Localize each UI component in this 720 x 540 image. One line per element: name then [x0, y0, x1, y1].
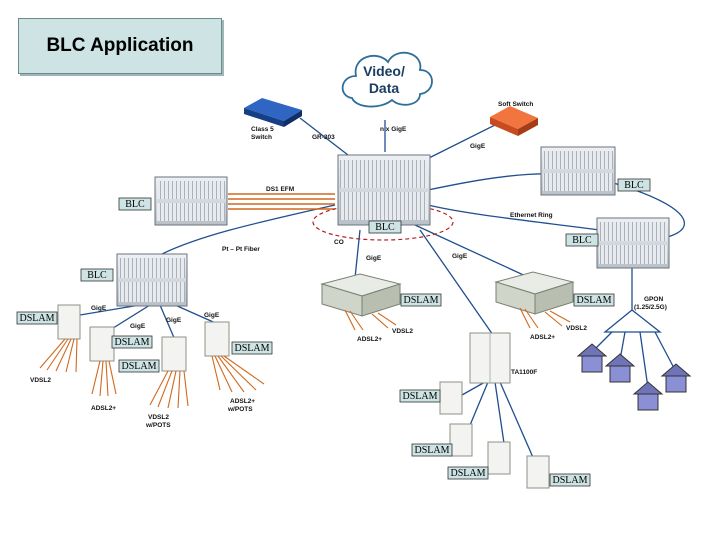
cloud-video-text: Video/ [363, 63, 405, 79]
tag-blc-central: BLC [368, 220, 402, 234]
gige-label-co2: GigE [452, 253, 468, 260]
blc-left [154, 176, 228, 226]
softswitch-link [424, 124, 496, 161]
svg-text:BLC: BLC [87, 270, 107, 281]
remote-drops [39, 338, 265, 409]
vdsl2-label-c1: VDSL2 [392, 328, 413, 335]
links [79, 117, 685, 463]
dslam-ta-4 [526, 455, 550, 489]
dslam-remote-3 [161, 336, 187, 372]
svg-text:DSLAM: DSLAM [121, 361, 156, 372]
vdsl2-label-c2: VDSL2 [566, 325, 587, 332]
svg-text:DSLAM: DSLAM [403, 295, 438, 306]
title-box: BLC Application [18, 18, 222, 74]
cloud-data-text: Data [369, 80, 400, 96]
tag-dslam-2: DSLAM [111, 335, 153, 349]
gige-label-r2: GigE [130, 323, 146, 330]
co-ta1100f-link [419, 229, 494, 336]
nxgige-label: n x GigE [380, 126, 407, 133]
soft-switch-label: Soft Switch [498, 101, 533, 108]
dslam-remote-2 [89, 326, 115, 362]
dslam-remote-4 [204, 321, 230, 357]
co-label: CO [334, 239, 344, 246]
video-data-cloud: Video/ Data [341, 51, 433, 108]
house-icon [576, 343, 608, 373]
house-icon [632, 381, 664, 411]
svg-text:DSLAM: DSLAM [402, 391, 437, 402]
gige-label-r4: GigE [204, 312, 220, 319]
dslam-center-left [320, 273, 402, 317]
vdsl2pots-label-2: w/POTS [145, 422, 171, 429]
ds1-efm-label: DS1 EFM [266, 186, 294, 193]
ptpt-fiber-label: Pt – Pt Fiber [222, 246, 260, 253]
dslam-remote-1 [57, 304, 81, 340]
dslam-ta-2 [449, 423, 473, 457]
ethernet-ring-label: Ethernet Ring [510, 212, 553, 219]
co-gige-link-1 [354, 229, 361, 279]
gige-label-r1: GigE [91, 305, 107, 312]
vdsl2pots-label-1: VDSL2 [148, 414, 169, 421]
house-icon [660, 363, 692, 393]
tag-blc-remote: BLC [80, 268, 114, 282]
svg-text:DSLAM: DSLAM [450, 468, 485, 479]
svg-text:DSLAM: DSLAM [576, 295, 611, 306]
gpon-label-2: (1.25/2.5G) [634, 304, 667, 311]
class5-label-2: Switch [251, 134, 272, 141]
svg-text:BLC: BLC [375, 222, 395, 233]
gige-label-r3: GigE [166, 317, 182, 324]
tag-dslam-4: DSLAM [231, 341, 273, 355]
dslam-center-right [494, 271, 575, 315]
soft-switch [490, 106, 538, 136]
tag-dslam-5: DSLAM [400, 293, 442, 307]
tag-dslam-10: DSLAM [549, 473, 591, 487]
svg-text:BLC: BLC [624, 180, 644, 191]
gr303-label: GR-303 [312, 134, 335, 141]
svg-text:DSLAM: DSLAM [414, 445, 449, 456]
tag-blc-top-right: BLC [617, 178, 651, 192]
svg-text:DSLAM: DSLAM [552, 475, 587, 486]
blc-right [596, 217, 670, 269]
ptpt-fiber-link [159, 204, 336, 256]
tag-dslam-6: DSLAM [573, 293, 615, 307]
house-icon [604, 353, 636, 383]
blc-central [337, 154, 431, 226]
tag-blc-left: BLC [118, 197, 152, 211]
ds1-efm-bundle [228, 193, 335, 210]
gr303-link [299, 117, 349, 156]
svg-text:DSLAM: DSLAM [234, 343, 269, 354]
ta1100f-label: TA1100F [511, 369, 537, 376]
adsl2pots-label-2: w/POTS [227, 406, 253, 413]
svg-text:BLC: BLC [572, 235, 592, 246]
class5-label-1: Class 5 [251, 126, 274, 133]
gpon-label-1: GPON [644, 296, 663, 303]
tag-dslam-8: DSLAM [411, 443, 453, 457]
ring-link-inner [427, 204, 601, 231]
svg-text:DSLAM: DSLAM [114, 337, 149, 348]
gpon-splitter [603, 309, 662, 333]
tag-dslam-9: DSLAM [447, 466, 489, 480]
softswitch-gige-label: GigE [470, 143, 486, 150]
co-gige-link-2 [414, 224, 531, 279]
tag-dslam-7: DSLAM [399, 389, 441, 403]
dslam-ta-3 [487, 441, 511, 475]
class5-switch [244, 98, 302, 127]
adsl2plus-label-c2: ADSL2+ [530, 334, 555, 341]
tag-dslam-1: DSLAM [16, 311, 58, 325]
svg-text:DSLAM: DSLAM [19, 313, 54, 324]
tag-blc-right: BLC [565, 233, 599, 247]
adsl2plus-label-r2: ADSL2+ [91, 405, 116, 412]
svg-text:BLC: BLC [125, 199, 145, 210]
ta1100f-cabinet [469, 332, 511, 384]
page-title: BLC Application [46, 35, 194, 56]
blc-top-right [540, 146, 616, 196]
blc-remote [116, 253, 188, 307]
adsl2plus-label-c1: ADSL2+ [357, 336, 382, 343]
adsl2pots-label-1: ADSL2+ [230, 398, 255, 405]
gige-label-co1: GigE [366, 255, 382, 262]
center-drops [344, 307, 571, 331]
dslam-ta-1 [439, 381, 463, 415]
vdsl2-label-r1: VDSL2 [30, 377, 51, 384]
tag-dslam-3: DSLAM [118, 359, 160, 373]
